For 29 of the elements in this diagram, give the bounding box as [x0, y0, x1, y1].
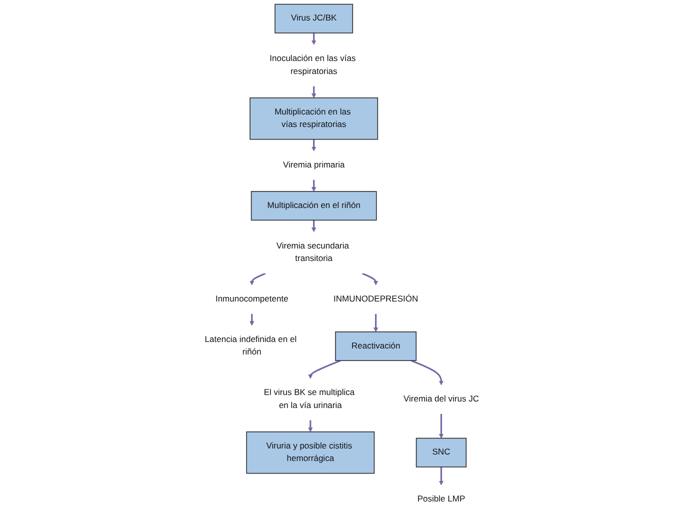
arrow: [312, 86, 316, 98]
node-text: Posible LMP: [417, 494, 466, 504]
node-box: SNC: [416, 438, 467, 468]
node-box: Virus JC/BK: [274, 4, 354, 34]
arrow: [410, 360, 444, 386]
node-text: Inmunocompetente: [215, 294, 288, 304]
node-box: Multiplicación en el riñón: [250, 191, 377, 221]
node-text: Inoculación en las vías respiratorias: [270, 54, 356, 76]
arrow: [373, 314, 378, 332]
node-text: Viremia primaria: [282, 160, 345, 170]
arrow: [362, 272, 378, 286]
node-text: El virus BK se multiplica en la vía urinaria: [264, 388, 355, 410]
arrow: [312, 32, 316, 45]
arrow: [308, 420, 313, 432]
arrow: [438, 466, 444, 486]
node-box: Multiplicación en las vías respiratorias: [250, 97, 378, 140]
node-box: Viruria y posible cistitis hemorrágica: [246, 431, 375, 474]
node-text: INMUNODEPRESIÓN: [334, 294, 418, 304]
arrow: [312, 180, 316, 192]
node-text: Viremia del virus JC: [403, 394, 479, 404]
arrow: [438, 414, 444, 438]
arrow: [250, 314, 254, 326]
arrow: [308, 360, 341, 379]
arrow: [250, 272, 266, 286]
node-text: Latencia indefinida en el riñón: [204, 335, 297, 357]
arrow: [312, 139, 316, 152]
arrow: [312, 220, 316, 232]
node-box: Reactivación: [335, 331, 417, 361]
node-text: Viremia secundaria transitoria: [276, 241, 350, 264]
